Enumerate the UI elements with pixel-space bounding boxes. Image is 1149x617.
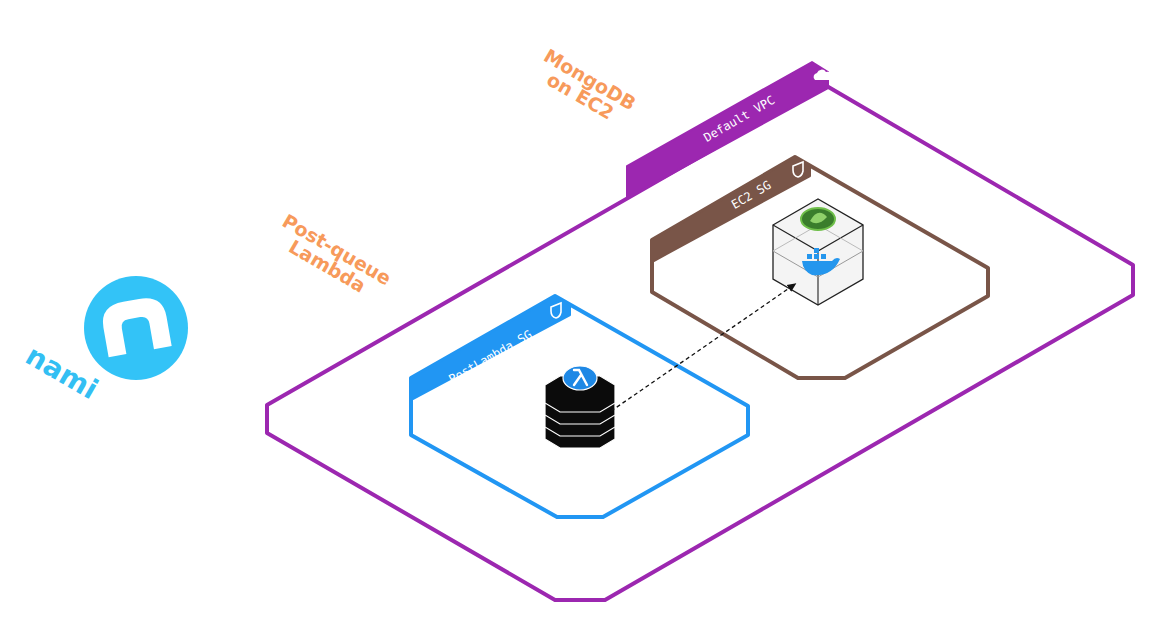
dashed-connector — [611, 284, 796, 411]
service-label: MongoDB on EC2 — [527, 44, 643, 133]
lambda-icon — [545, 366, 615, 448]
label-holder: MongoDB on EC2 — [527, 44, 643, 133]
region-outline — [400, 285, 760, 530]
region-outline — [262, 55, 1139, 605]
security-group: PostLambda SG — [400, 285, 760, 530]
service-label: Post-queue Lambda — [265, 209, 398, 308]
logo-wordmark: nami — [20, 338, 104, 405]
label-holder: Post-queue Lambda — [265, 209, 398, 308]
vpc-region: Default VPCEC2 SGPostLambda SG — [262, 55, 1139, 605]
label-holder: nami — [20, 338, 104, 405]
container-icon — [773, 199, 863, 305]
